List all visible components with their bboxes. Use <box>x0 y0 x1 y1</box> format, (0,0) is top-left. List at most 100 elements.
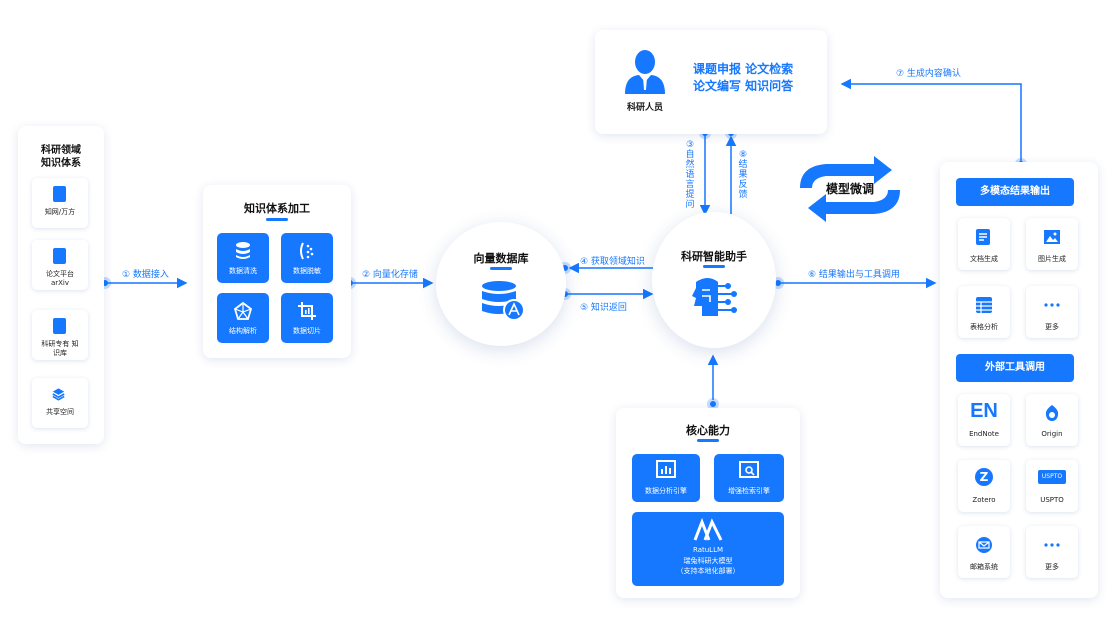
llm-name: RatuLLM <box>692 546 724 554</box>
layers-icon <box>52 388 65 401</box>
source-panel: 科研领域 知识体系 知网/万方 论文平台 arXiv 科研专有 知识库 共享空间 <box>18 126 104 444</box>
tool-endnote[interactable]: EN EndNote <box>958 394 1010 446</box>
label-question: ③自然语言提问 <box>685 140 695 210</box>
tool-label: 更多 <box>1045 563 1059 571</box>
tile-retrieval-engine[interactable]: 增强检索引擎 <box>714 454 784 502</box>
finetune-label: 模型微调 <box>826 182 875 196</box>
vector-db-node[interactable]: 向量数据库 <box>436 222 566 346</box>
output-panel: 多模态结果输出 文档生成 图片生成 表格分析 更多 外部工具调用 EN EndN… <box>940 162 1098 598</box>
researcher-tasks-line2: 论文编写 知识问答 <box>693 79 794 93</box>
vector-database-icon <box>482 281 525 321</box>
assistant-title: 科研智能助手 <box>681 250 747 263</box>
external-tools-header: 外部工具调用 <box>956 354 1074 382</box>
label-knowledge-return: ⑤ 知识返回 <box>580 303 627 313</box>
tool-mail[interactable]: 邮箱系统 <box>958 526 1010 578</box>
label-get-knowledge: ④ 获取领域知识 <box>580 257 645 267</box>
title-underline <box>490 267 512 270</box>
title-underline <box>697 439 719 442</box>
tile-data-cleaning[interactable]: 数据清洗 <box>217 233 269 283</box>
origin-logo-icon <box>1045 405 1059 421</box>
source-title-line2: 知识体系 <box>41 158 81 169</box>
source-item-label: 知网/万方 <box>44 208 76 216</box>
ai-head-icon <box>692 278 737 316</box>
tile-label: 结构解析 <box>229 327 257 335</box>
source-item-arxiv[interactable]: 论文平台 arXiv <box>32 240 88 290</box>
source-item-private-kb[interactable]: 科研专有 知识库 <box>32 310 88 360</box>
output-more[interactable]: 更多 <box>1026 286 1078 338</box>
tile-label: 数据分析引擎 <box>645 487 687 495</box>
document-icon <box>53 186 66 202</box>
output-table-analysis[interactable]: 表格分析 <box>958 286 1010 338</box>
database-icon <box>236 242 250 259</box>
source-item-label: 共享空间 <box>46 408 74 416</box>
output-doc-gen[interactable]: 文档生成 <box>958 218 1010 270</box>
slice-icon <box>298 302 316 320</box>
tile-label: 数据清洗 <box>229 267 257 275</box>
source-item-shared-space[interactable]: 共享空间 <box>32 378 88 428</box>
more-icon <box>1044 303 1060 307</box>
ratullm-logo-icon <box>693 517 723 541</box>
tool-uspto[interactable]: USPTO USPTO <box>1026 460 1078 512</box>
label-vector-store: ② 向量化存储 <box>362 270 418 280</box>
tool-label: EndNote <box>969 430 999 438</box>
title-underline <box>266 218 288 221</box>
source-item-label: 科研专有 知识库 <box>41 340 79 357</box>
tool-label: Origin <box>1041 430 1063 438</box>
tool-label: Zotero <box>972 496 996 504</box>
output-label: 文档生成 <box>970 255 998 263</box>
zotero-logo-icon: Z <box>975 468 993 486</box>
document-icon <box>976 229 990 245</box>
finetune-loop-icon <box>800 156 900 222</box>
tile-label: 数据切片 <box>293 327 321 335</box>
output-label: 图片生成 <box>1038 255 1066 263</box>
vector-db-title: 向量数据库 <box>473 252 529 265</box>
source-item-label: 论文平台 arXiv <box>46 270 74 287</box>
process-panel: 知识体系加工 数据清洗 数据脱敏 结构解析 数据切片 <box>203 185 351 358</box>
multimodal-output-header: 多模态结果输出 <box>956 178 1074 206</box>
core-panel: 核心能力 数据分析引擎 增强检索引擎 RatuLLM 瑞兔科研大模型 （支持本地… <box>616 408 800 598</box>
tile-data-masking[interactable]: 数据脱敏 <box>281 233 333 283</box>
process-title: 知识体系加工 <box>244 202 310 215</box>
more-icon <box>1044 543 1060 547</box>
source-title-line1: 科研领域 <box>41 145 81 156</box>
output-label: 表格分析 <box>970 323 998 331</box>
label-result-output: ⑥ 结果输出与工具调用 <box>808 270 900 280</box>
user-icon <box>625 50 665 94</box>
endnote-logo-icon: EN <box>970 400 998 422</box>
tile-structure-parse[interactable]: 结构解析 <box>217 293 269 343</box>
uspto-logo-icon: USPTO <box>1038 470 1066 484</box>
researcher-label: 科研人员 <box>626 103 663 113</box>
tile-label: 增强检索引擎 <box>728 487 770 495</box>
tool-label: USPTO <box>1040 496 1064 504</box>
tool-more[interactable]: 更多 <box>1026 526 1078 578</box>
assistant-node[interactable]: 科研智能助手 <box>652 212 776 348</box>
researcher-panel: 科研人员 课题申报 论文检索 论文编写 知识问答 <box>595 30 827 134</box>
mask-icon <box>300 242 314 260</box>
title-underline <box>703 265 725 268</box>
researcher-tasks-line1: 课题申报 论文检索 <box>693 62 794 76</box>
search-window-icon <box>739 461 759 478</box>
tool-zotero[interactable]: Z Zotero <box>958 460 1010 512</box>
llm-block[interactable]: RatuLLM 瑞兔科研大模型 （支持本地化部署） <box>632 512 784 586</box>
structure-icon <box>233 301 253 320</box>
output-image-gen[interactable]: 图片生成 <box>1026 218 1078 270</box>
arrow-confirm <box>840 78 1022 162</box>
tool-label: 邮箱系统 <box>970 563 998 571</box>
tile-label: 数据脱敏 <box>293 267 321 275</box>
document-icon <box>53 248 66 264</box>
llm-line2: （支持本地化部署） <box>676 567 740 575</box>
label-data-ingest: ① 数据接入 <box>122 270 169 280</box>
table-icon <box>976 297 992 313</box>
source-item-cnki[interactable]: 知网/万方 <box>32 178 88 228</box>
label-feedback: ⑧结果反馈 <box>738 150 748 200</box>
image-icon <box>1044 230 1060 244</box>
output-label: 更多 <box>1045 323 1059 331</box>
bar-chart-icon <box>656 460 676 478</box>
tile-analysis-engine[interactable]: 数据分析引擎 <box>632 454 700 502</box>
tile-data-slicing[interactable]: 数据切片 <box>281 293 333 343</box>
mail-icon <box>976 537 992 553</box>
tool-origin[interactable]: Origin <box>1026 394 1078 446</box>
label-confirm: ⑦ 生成内容确认 <box>896 69 961 79</box>
connector-dot <box>707 398 719 410</box>
